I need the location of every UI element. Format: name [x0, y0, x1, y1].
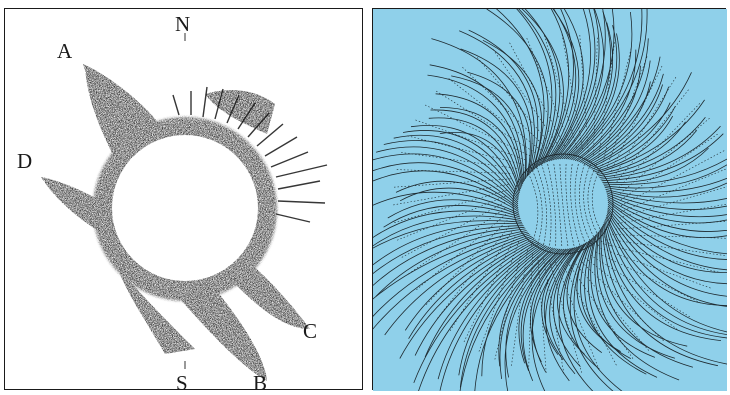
label-north: N: [175, 14, 190, 35]
lunar-disk: [112, 135, 258, 281]
corona-photo-panel: N S A B C D: [4, 8, 363, 390]
field-line-model: [373, 9, 727, 391]
label-c: C: [303, 321, 317, 342]
label-b: B: [253, 373, 267, 394]
label-south: S: [176, 373, 188, 394]
field-line-model-panel: [372, 8, 726, 390]
label-a: A: [57, 41, 72, 62]
label-d: D: [17, 151, 32, 172]
